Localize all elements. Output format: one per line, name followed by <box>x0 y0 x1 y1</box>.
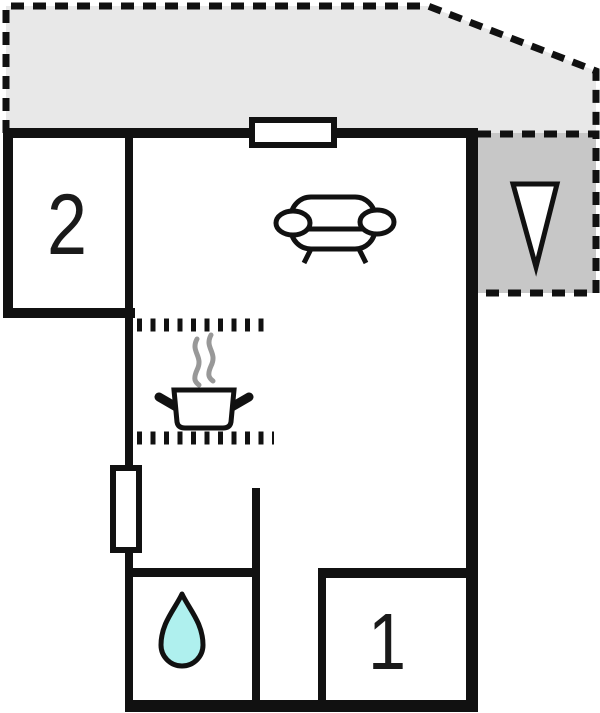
wall-room1-left <box>318 568 326 712</box>
wall-room2-left <box>3 128 13 318</box>
wall-room1-top <box>318 568 478 578</box>
sofa-armrest-right <box>357 207 397 237</box>
steam-icon <box>192 336 202 388</box>
kitchen-counters <box>137 318 274 445</box>
walls <box>3 128 478 712</box>
wall-bottom <box>125 700 478 712</box>
left-wall-window <box>110 465 142 553</box>
terrace-dashed-border <box>2 2 600 133</box>
wall-left-main <box>125 138 133 705</box>
top-wall-window <box>249 117 337 148</box>
wall-top <box>3 128 478 138</box>
room-1-label: 1 <box>368 597 406 686</box>
terrace-area <box>2 2 600 133</box>
cooking-pot-icon <box>154 332 254 431</box>
entrance-dashed-border <box>478 130 600 297</box>
pot-body <box>171 387 237 431</box>
steam-icon <box>206 332 216 384</box>
sofa-icon <box>273 194 397 265</box>
sofa-armrest-left <box>273 208 313 238</box>
wall-room2-bottom <box>3 308 135 318</box>
wall-bathroom-top <box>125 568 260 577</box>
entrance-arrow-icon <box>509 181 561 277</box>
wall-bathroom-right <box>252 488 260 712</box>
sofa-leg-right <box>356 247 369 265</box>
wall-right-main <box>466 128 478 712</box>
water-drop-icon <box>158 591 206 669</box>
terrace-fill <box>6 6 596 133</box>
entrance-area <box>478 130 600 297</box>
room-2-label: 2 <box>47 177 87 273</box>
